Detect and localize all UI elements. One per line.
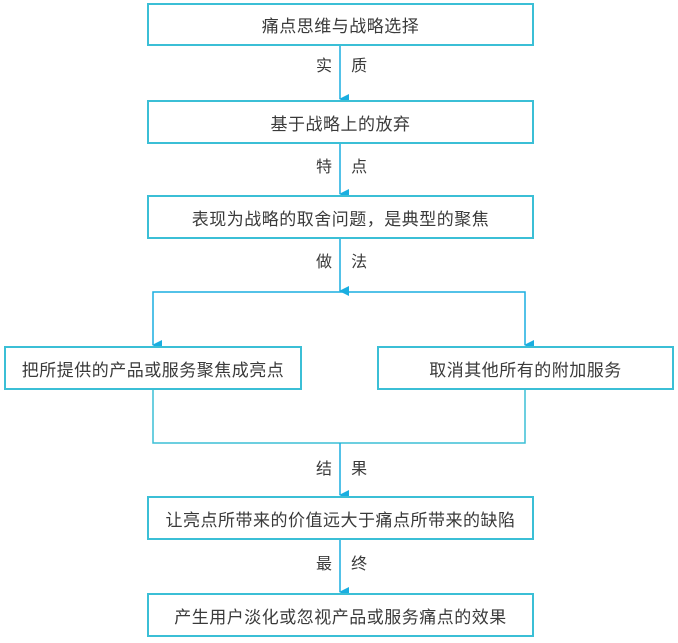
edge-label-char: 点 bbox=[351, 157, 368, 176]
edge-label-char: 质 bbox=[351, 56, 368, 75]
connector-split-n5 bbox=[340, 291, 534, 350]
edge-label-char: 终 bbox=[351, 554, 368, 573]
node-value-exceeds-defect: 让亮点所带来的价值远大于痛点所带来的缺陷 bbox=[147, 496, 534, 540]
connector-n4-merge bbox=[152, 389, 340, 444]
edge-label-feature: 特 点 bbox=[316, 153, 367, 177]
edge-label-char: 特 bbox=[316, 157, 333, 176]
node-strategic-tradeoff: 表现为战略的取舍问题，是典型的聚焦 bbox=[147, 195, 534, 239]
connector-n5-merge bbox=[340, 389, 526, 444]
node-strategic-abandonment: 基于战略上的放弃 bbox=[147, 100, 534, 144]
node-pain-point-thinking: 痛点思维与战略选择 bbox=[147, 3, 534, 46]
edge-label-char: 法 bbox=[351, 252, 368, 271]
edge-label-char: 做 bbox=[316, 252, 333, 271]
node-user-ignore-effect: 产生用户淡化或忽视产品或服务痛点的效果 bbox=[147, 593, 534, 637]
node-cancel-extra-services: 取消其他所有的附加服务 bbox=[377, 346, 674, 390]
edge-label-char: 果 bbox=[351, 459, 368, 478]
edge-label-char: 实 bbox=[316, 56, 333, 75]
edge-label-approach: 做 法 bbox=[316, 248, 367, 272]
edge-label-final: 最 终 bbox=[316, 550, 367, 574]
edge-label-essence: 实 质 bbox=[316, 52, 367, 76]
edge-label-char: 最 bbox=[316, 554, 333, 573]
edge-label-char: 结 bbox=[316, 459, 333, 478]
edge-label-result: 结 果 bbox=[316, 455, 367, 479]
node-focus-highlight: 把所提供的产品或服务聚焦成亮点 bbox=[4, 346, 302, 390]
connector-split-n4 bbox=[152, 291, 340, 350]
